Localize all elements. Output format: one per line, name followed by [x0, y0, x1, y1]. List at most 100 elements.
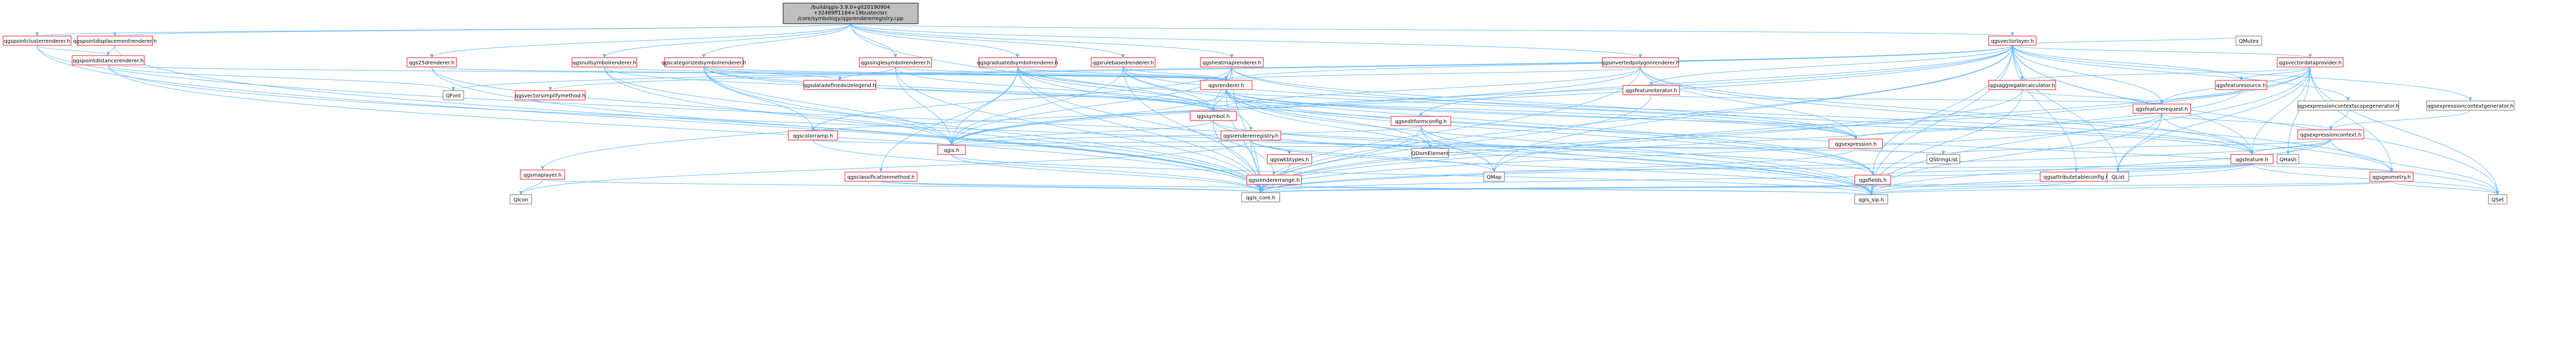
edge-featurerequest-to-expressioncontext: [2161, 113, 2333, 130]
node-label: qgis_sip.h: [1858, 197, 1884, 203]
node-feature[interactable]: qgsfeature.h: [2230, 154, 2274, 164]
node-label: qgsrendererrange.h: [1248, 178, 1299, 183]
node-renderer[interactable]: qgsrenderer.h: [1200, 80, 1252, 90]
node-label: qgsvectorsimplifymethod.h: [515, 93, 586, 99]
node-symbol[interactable]: qgssymbol.h: [1190, 111, 1237, 121]
edge-root-to-graduated: [850, 23, 1020, 58]
node-singlesymbol[interactable]: qgssinglesymbolrenderer.h: [859, 57, 932, 67]
edge-root-to-singlesymbol: [850, 23, 897, 58]
node-vectorsimplify[interactable]: qgsvectorsimplifymethod.h: [515, 90, 586, 100]
node-pointcluster[interactable]: qgspointclusterrenderer.h: [3, 36, 72, 46]
edge-renderer-to-feature: [1226, 89, 2254, 155]
node-label: qgssymbol.h: [1197, 114, 1230, 119]
node-rendererregistry[interactable]: qgsrendererregistry.h: [1221, 130, 1281, 141]
node-box: [1854, 175, 1891, 185]
node-categorized[interactable]: qgscategorizedsymbolrenderer.h: [662, 57, 746, 67]
node-geometry[interactable]: qgsgeometry.h: [2369, 172, 2414, 182]
edge-attributetableconfig-to-core: [1259, 181, 2077, 193]
edge-expressioncontext-to-qstringlist: [1941, 139, 2331, 155]
node-invertedpolygon[interactable]: qgsinvertedpolygonrenderer.h: [1601, 57, 1680, 67]
node-classificationmethod[interactable]: qgsclassificationmethod.h: [844, 172, 918, 182]
edge-singlesymbol-to-core: [895, 66, 1263, 193]
edge-vectordataprovider-to-qhash: [2286, 66, 2311, 155]
node-root[interactable]: /build/qgis-3.9.0+git20190904+32489ff118…: [783, 3, 919, 24]
node-aggregatecalculator[interactable]: qgsaggregatecalculator.h: [1988, 80, 2056, 90]
node-colorramp[interactable]: qgscolorramp.h: [788, 130, 838, 141]
node-r25d[interactable]: qgs25drenderer.h: [406, 57, 457, 67]
edge-renderer-to-qdomelement: [1226, 89, 1432, 149]
edge-root-to-rendererregistry: [850, 23, 1253, 131]
node-label: qgsgeometry.h: [2372, 175, 2411, 180]
node-rulebased[interactable]: qgsrulebasedrenderer.h: [1091, 57, 1156, 67]
node-label: QMap: [1487, 175, 1502, 180]
node-pointdisplacement[interactable]: qgspointdisplacementrenderer.h: [73, 36, 157, 46]
edge-colorramp-to-qgis: [812, 140, 954, 146]
edge-expressioncontextgen-to-expressioncontext: [2329, 110, 2471, 130]
edge-pointdisplacement-to-pointdistance: [106, 45, 115, 56]
node-mapmaplayer[interactable]: qgsmaplayer.h: [520, 169, 565, 180]
edge-vectordataprovider-to-qset: [2310, 66, 2500, 195]
edge-vectordataprovider-to-aggregatecalculator: [2020, 66, 2311, 81]
node-expression[interactable]: qgsexpression.h: [1828, 139, 1883, 149]
node-qhash: QHash: [2277, 154, 2299, 164]
node-vectorlayer[interactable]: qgsvectorlayer.h: [1988, 36, 2037, 46]
node-fields[interactable]: qgsfields.h: [1854, 175, 1891, 185]
edge-rendererregistry-to-qgis: [950, 140, 1251, 146]
node-box: [1246, 175, 1302, 185]
node-featuresource[interactable]: qgsfeaturesource.h: [2215, 80, 2267, 90]
edge-vectordataprovider-to-core: [1259, 66, 2311, 193]
node-editformconfig[interactable]: qgseditformconfig.h: [1391, 116, 1451, 126]
edge-categorized-to-expression: [703, 66, 1858, 140]
edge-rendererregistry-to-qdomelement: [1250, 140, 1432, 149]
node-pointdistance[interactable]: qgspointdistancerenderer.h: [72, 55, 145, 65]
edge-renderer-to-expression: [1226, 89, 1858, 140]
edge-nullsymbol-to-core: [604, 66, 1263, 193]
edge-renderer-to-fields: [1226, 89, 1875, 176]
edge-pointdistance-to-core: [108, 64, 1263, 193]
node-expressioncontext[interactable]: qgsexpressioncontext.h: [2297, 129, 2364, 140]
edge-graduated-to-rendererrange: [1017, 66, 1276, 176]
node-sip: qgis_sip.h: [1854, 194, 1888, 204]
node-expressioncontextgen: qgsexpressioncontextgenerator.h: [2426, 100, 2515, 111]
node-attributetableconfig[interactable]: qgsattributetableconfig.h: [2040, 172, 2113, 182]
node-datadefinedlegend[interactable]: qgsdatadefinedsizelegend.h: [803, 80, 876, 90]
node-core: qgis_core.h: [1241, 192, 1280, 202]
node-box: [1622, 85, 1680, 95]
edge-categorized-to-qgis: [703, 66, 954, 146]
edge-graduated-to-symbol: [1017, 66, 1215, 112]
edge-vectordataprovider-to-geometry: [2310, 66, 2394, 173]
node-label: qgsfeatureiterator.h: [1625, 88, 1677, 94]
node-label: qgsrenderer.h: [1208, 83, 1244, 89]
node-featurerequest[interactable]: qgsfeaturerequest.h: [2132, 104, 2191, 114]
node-box: [2297, 129, 2364, 140]
node-vectordataprovider[interactable]: qgsvectordataprovider.h: [2277, 57, 2344, 67]
node-box: [2107, 172, 2129, 182]
node-label: qgsnullsymbolrenderer.h: [572, 60, 636, 66]
node-box: [1854, 194, 1888, 204]
node-heatmap[interactable]: qgsheatmaprenderer.h: [1200, 57, 1264, 67]
node-label: qgsfeature.h: [2235, 157, 2268, 163]
node-qgis[interactable]: qgis.h: [937, 145, 966, 155]
node-wkbtypes[interactable]: qgswkbtypes.h: [1267, 154, 1312, 164]
edge-rendererrange-to-sip: [1274, 184, 1873, 195]
node-qmap: QMap: [1483, 172, 1505, 182]
edge-root-to-rulebased: [850, 23, 1125, 58]
node-box: [520, 169, 565, 180]
node-qicon: QIcon: [510, 194, 532, 204]
node-box: [1602, 57, 1679, 67]
node-graduated[interactable]: qgsgraduatedsymbolrenderer.h: [977, 57, 1058, 67]
node-label: qgsdatadefinedsizelegend.h: [803, 83, 876, 89]
node-featureiterator[interactable]: qgsfeatureiterator.h: [1622, 85, 1680, 95]
node-rendererrange[interactable]: qgsrendererrange.h: [1246, 175, 1302, 185]
edge-vectorlayer-to-featureiterator: [1649, 45, 2013, 86]
node-label: qgscategorizedsymbolrenderer.h: [662, 60, 746, 66]
edge-feature-to-core: [1259, 163, 2252, 193]
node-label: qgsvectorlayer.h: [1991, 39, 2033, 44]
node-label: QIcon: [514, 197, 529, 203]
edge-pointdisplacement-to-core: [114, 45, 1263, 193]
node-box: [2297, 100, 2399, 111]
node-box: [1241, 192, 1280, 202]
edge-aggregatecalculator-to-core: [1259, 89, 2023, 193]
node-nullsymbol[interactable]: qgsnullsymbolrenderer.h: [571, 57, 637, 67]
edge-heatmap-to-geometry: [1231, 66, 2394, 173]
